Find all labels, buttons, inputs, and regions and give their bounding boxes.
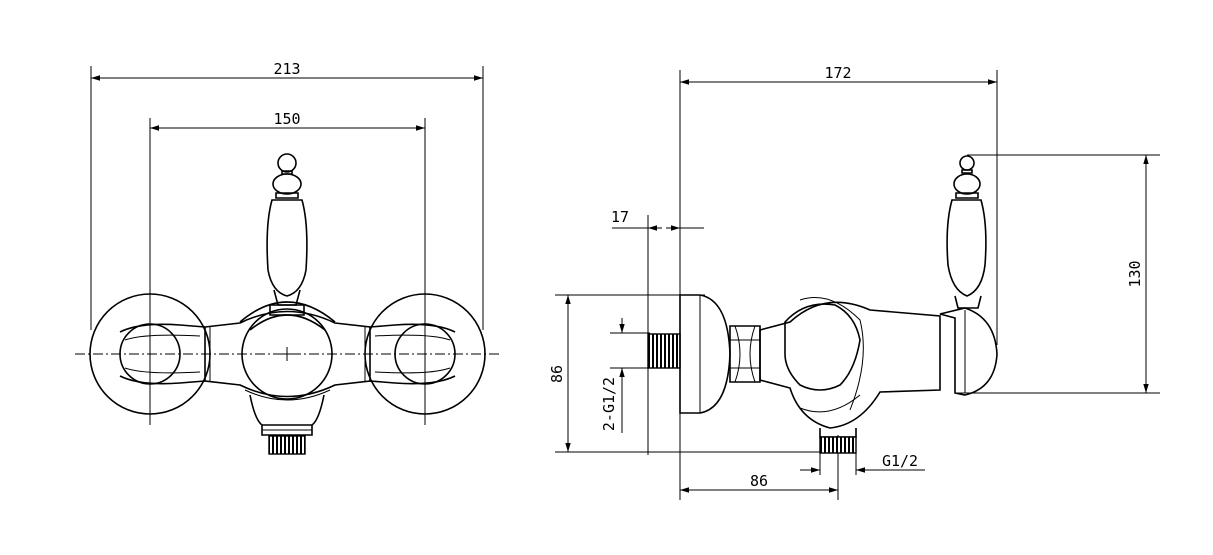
- dim-label-g1-2: G1/2: [882, 452, 918, 470]
- dim-label-86-horizontal: 86: [750, 472, 768, 490]
- side-nut: [729, 325, 761, 383]
- dim-label-150: 150: [273, 110, 300, 128]
- side-flange: [679, 294, 731, 414]
- outlet-thread-side: [819, 436, 857, 454]
- dim-outlet-thread: G1/2: [800, 452, 925, 475]
- dim-label-17: 17: [611, 208, 629, 226]
- dim-body-height: 86: [548, 294, 850, 453]
- dim-overall-width: 213: [90, 60, 484, 330]
- mixer-body: [204, 301, 371, 455]
- dim-wall-offset: 17: [611, 208, 704, 455]
- dim-outlet-offset: 86: [680, 435, 839, 500]
- dim-inlet-thread: 2-G1/2: [600, 318, 650, 433]
- dim-label-86-vertical: 86: [548, 365, 566, 383]
- dim-depth: 172: [679, 64, 998, 500]
- front-view: 213 150: [75, 60, 500, 455]
- dim-label-213: 213: [273, 60, 300, 78]
- dim-label-2-g1-2: 2-G1/2: [600, 377, 618, 431]
- dim-label-130: 130: [1126, 260, 1144, 287]
- inlet-thread: [647, 333, 681, 369]
- dim-centers: 150: [149, 110, 426, 425]
- front-lever-handle: [266, 153, 308, 316]
- side-body: [759, 297, 941, 454]
- side-view: 172 130 17 86: [548, 64, 1160, 500]
- side-lever-handle: [939, 155, 998, 396]
- dim-label-172: 172: [824, 64, 851, 82]
- dim-height: 130: [955, 154, 1160, 394]
